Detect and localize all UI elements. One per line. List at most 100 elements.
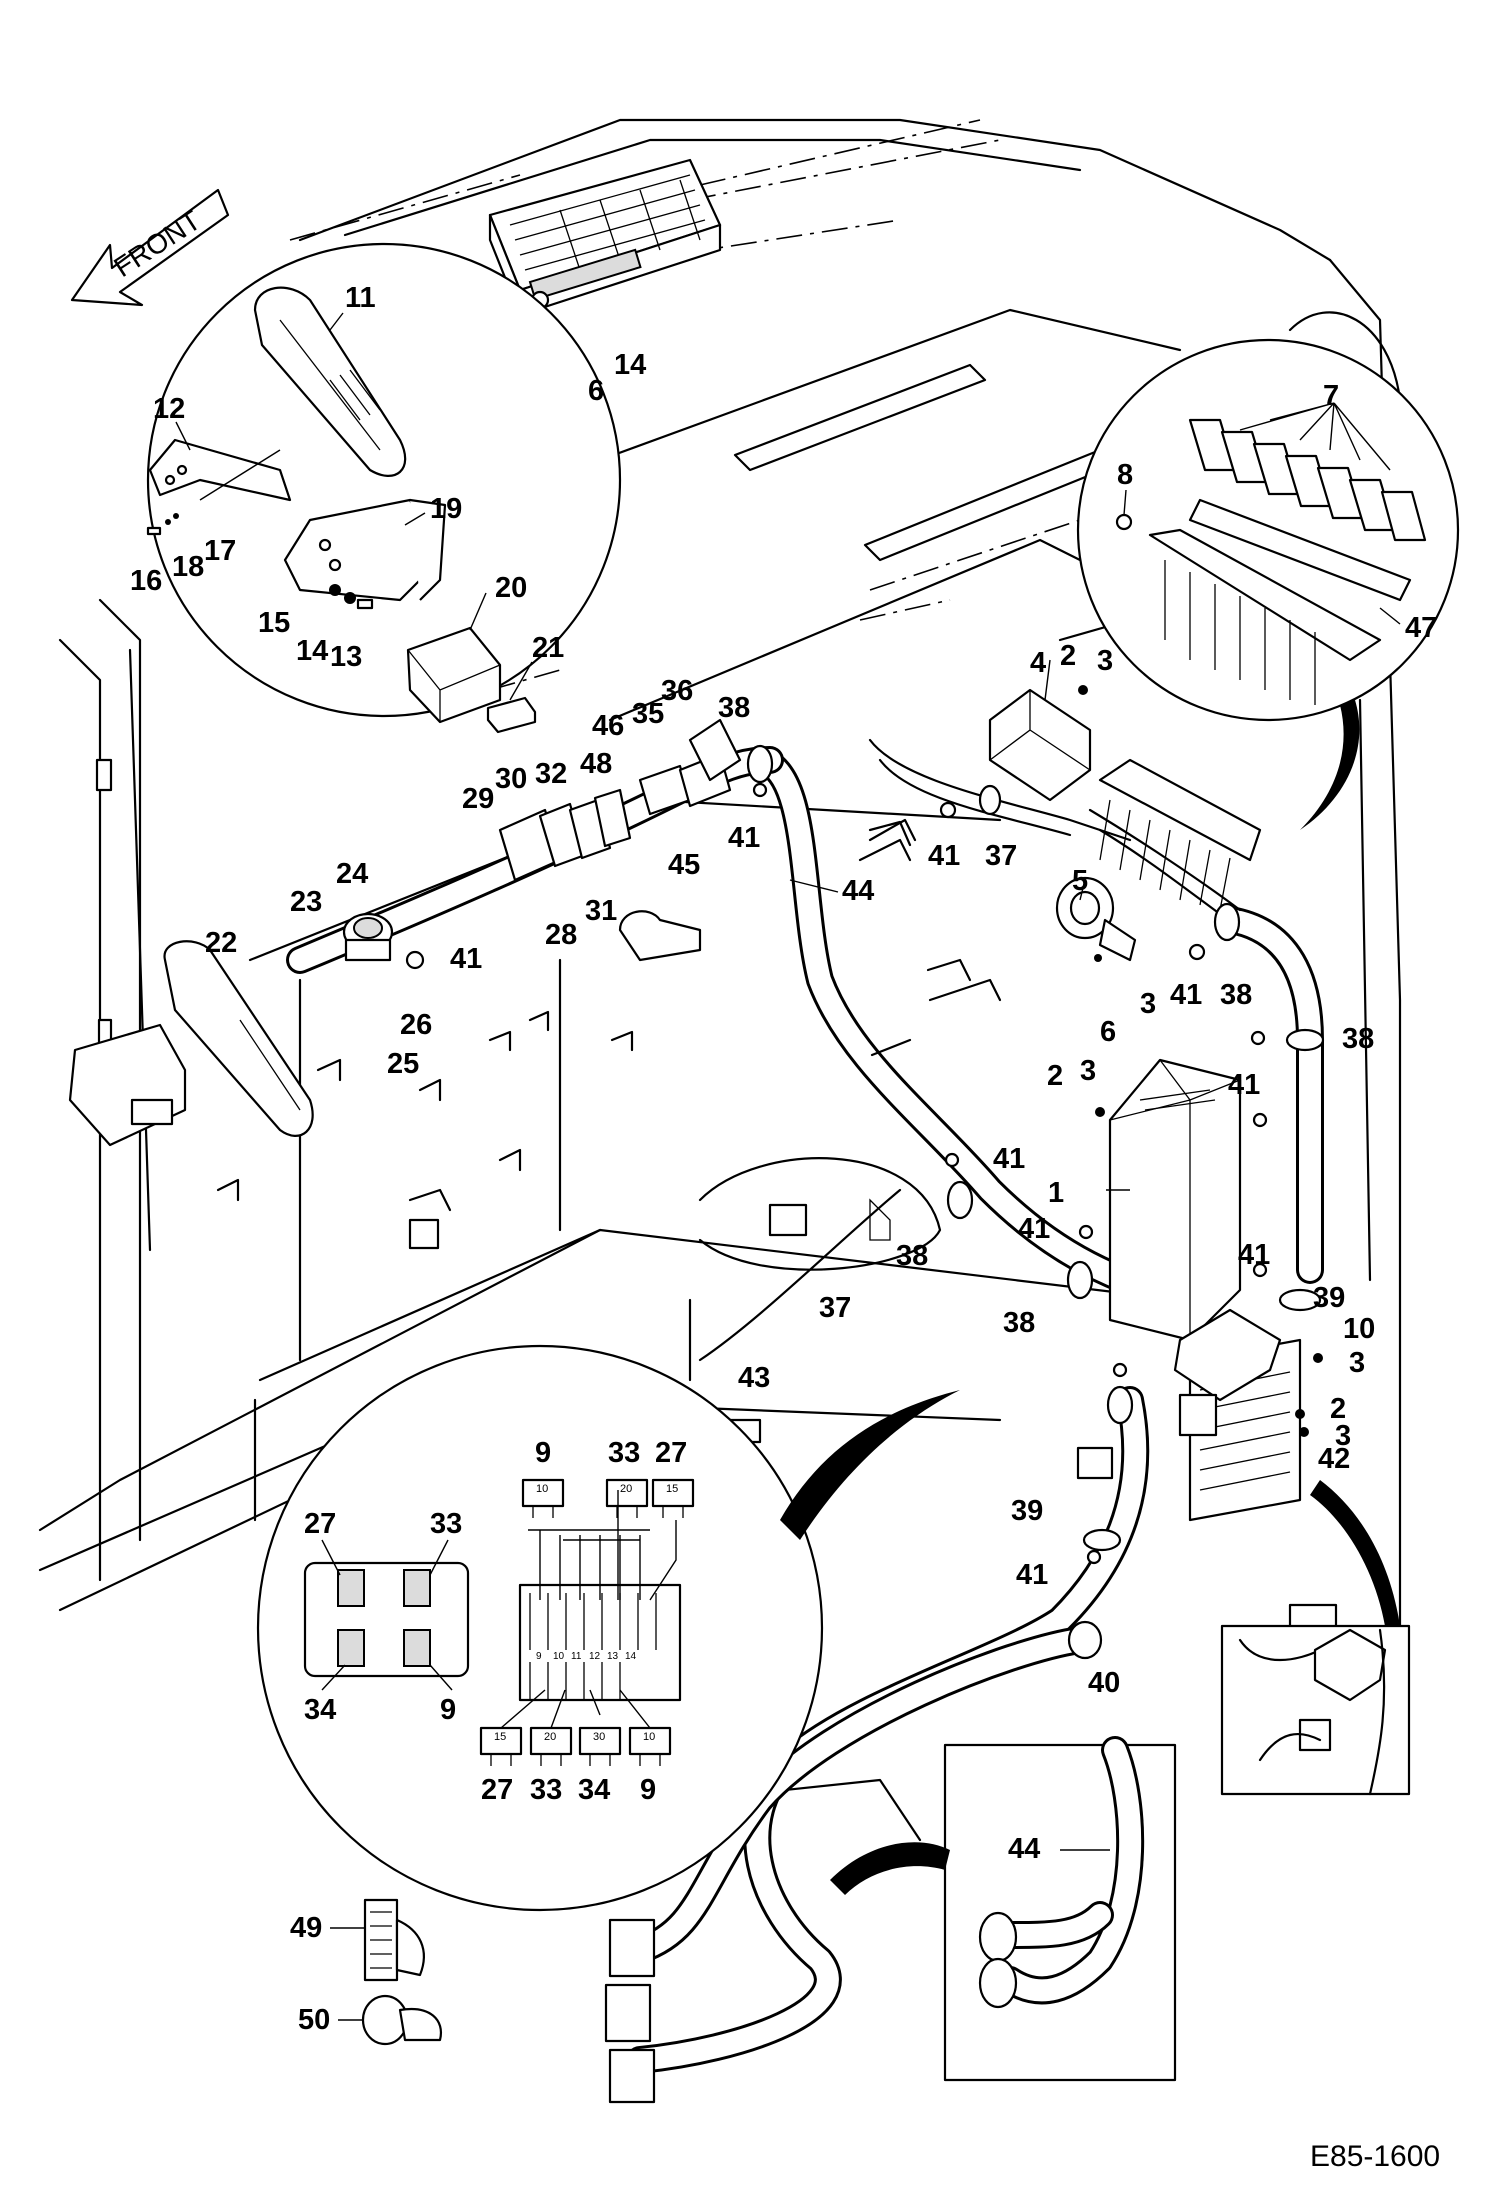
label-34-bottom: 34 xyxy=(578,1774,610,1806)
fuse-rating-bottom-10: 10 xyxy=(643,1731,655,1743)
label-33-top: 33 xyxy=(608,1437,640,1469)
label-18: 18 xyxy=(172,551,204,583)
motor-5 xyxy=(1055,876,1137,962)
label-44-inset: 44 xyxy=(1008,1833,1040,1865)
label-33-bottom: 33 xyxy=(530,1774,562,1806)
label-6-motor: 6 xyxy=(1100,1016,1116,1048)
label-37-top: 37 xyxy=(985,840,1017,872)
slot-number-11: 11 xyxy=(571,1651,582,1662)
label-29: 29 xyxy=(462,783,494,815)
label-41-i: 41 xyxy=(1016,1559,1048,1591)
label-44-main: 44 xyxy=(842,875,874,907)
label-50: 50 xyxy=(298,2004,330,2036)
label-49: 49 xyxy=(290,1912,322,1944)
label-22: 22 xyxy=(205,927,237,959)
part-labels: 11 12 19 17 18 16 20 15 14 13 21 14 6 7 … xyxy=(130,282,1437,2036)
label-9-bottom: 9 xyxy=(640,1774,656,1806)
phantom-lines xyxy=(289,119,1081,691)
label-36: 36 xyxy=(661,675,693,707)
label-32: 32 xyxy=(535,758,567,790)
module-4 xyxy=(988,688,1092,802)
label-10: 10 xyxy=(1343,1313,1375,1345)
label-1: 1 xyxy=(1048,1177,1064,1209)
label-46: 46 xyxy=(592,710,624,742)
detail-circle-display-mount xyxy=(146,242,622,734)
slot-number-12: 12 xyxy=(589,1651,601,1662)
label-8: 8 xyxy=(1117,459,1133,491)
switch-24 xyxy=(342,912,394,962)
label-16: 16 xyxy=(130,565,162,597)
label-23: 23 xyxy=(290,886,322,918)
dash-brackets xyxy=(216,818,1002,1212)
label-43: 43 xyxy=(738,1362,770,1394)
label-3-right2: 3 xyxy=(1335,1420,1351,1452)
detail-circle-fuses: 9 10 11 12 13 14 10 20 15 15 20 30 10 xyxy=(256,1344,824,1912)
label-15: 15 xyxy=(258,607,290,639)
fuse-rating-top-20: 20 xyxy=(620,1483,632,1495)
control-module-1 xyxy=(1108,1058,1242,1342)
label-27-bottom: 27 xyxy=(481,1774,513,1806)
label-3-mid: 3 xyxy=(1080,1055,1096,1087)
extra-leaders xyxy=(321,1539,1110,2021)
dash-socket xyxy=(68,1023,187,1147)
slot-number-13: 13 xyxy=(607,1651,619,1662)
fuse-relay-row xyxy=(1098,758,1262,911)
relay-socket-block xyxy=(303,1561,470,1678)
leader-lines xyxy=(175,312,1401,1600)
label-14-radio: 14 xyxy=(614,349,646,381)
detail-callout-swooshes xyxy=(780,700,1400,1895)
label-27-left: 27 xyxy=(304,1508,336,1540)
front-arrow-text: FRONT xyxy=(108,205,206,284)
label-37-mid: 37 xyxy=(819,1292,851,1324)
fuse-rating-top-10: 10 xyxy=(536,1483,548,1495)
label-24: 24 xyxy=(336,858,368,890)
label-38-mid: 38 xyxy=(896,1240,928,1272)
label-12: 12 xyxy=(153,393,185,425)
connector-49 xyxy=(363,1898,425,1982)
slot-number-9: 9 xyxy=(536,1651,542,1662)
fuse-rating-bottom-30: 30 xyxy=(593,1731,605,1743)
junction-box-right xyxy=(1173,1308,1282,1437)
label-14-circle: 14 xyxy=(296,635,328,667)
label-41-a: 41 xyxy=(728,822,760,854)
label-41-e: 41 xyxy=(1228,1069,1260,1101)
label-39-bottom: 39 xyxy=(1011,1495,1043,1527)
slot-number-10: 10 xyxy=(553,1651,565,1662)
label-26: 26 xyxy=(400,1009,432,1041)
label-38-top: 38 xyxy=(718,692,750,724)
label-39-right: 39 xyxy=(1313,1282,1345,1314)
label-19: 19 xyxy=(430,493,462,525)
label-38-right: 38 xyxy=(1220,979,1252,1011)
inset-box-harness xyxy=(943,1736,1177,2082)
label-11: 11 xyxy=(345,282,376,314)
label-41-g: 41 xyxy=(1018,1213,1050,1245)
clamps xyxy=(405,685,1325,1660)
label-38-right2: 38 xyxy=(1342,1023,1374,1055)
label-3-motor: 3 xyxy=(1140,988,1156,1020)
label-41-d: 41 xyxy=(1170,979,1202,1011)
label-9-left: 9 xyxy=(440,1694,456,1726)
label-2-top: 2 xyxy=(1060,640,1076,672)
slot-number-14: 14 xyxy=(625,1651,637,1662)
label-6-radio: 6 xyxy=(588,375,604,407)
label-38-bottom: 38 xyxy=(1003,1307,1035,1339)
label-47: 47 xyxy=(1405,612,1437,644)
label-21: 21 xyxy=(532,632,564,664)
label-41-c: 41 xyxy=(450,943,482,975)
label-30: 30 xyxy=(495,763,527,795)
label-4: 4 xyxy=(1030,647,1046,679)
label-31: 31 xyxy=(585,895,617,927)
label-3-top: 3 xyxy=(1097,645,1113,677)
harness-end-connectors xyxy=(604,1918,656,2104)
switch-cluster xyxy=(498,718,742,882)
label-13: 13 xyxy=(330,641,362,673)
fuse-rating-bottom-20: 20 xyxy=(544,1731,556,1743)
detail-circle-relays xyxy=(1076,338,1460,722)
front-direction-arrow: FRONT xyxy=(70,188,230,307)
grommet-50 xyxy=(361,1994,443,2046)
label-42: 42 xyxy=(1318,1443,1350,1475)
dash-display xyxy=(163,940,314,1137)
label-3-right: 3 xyxy=(1349,1347,1365,1379)
label-17: 17 xyxy=(204,535,236,567)
